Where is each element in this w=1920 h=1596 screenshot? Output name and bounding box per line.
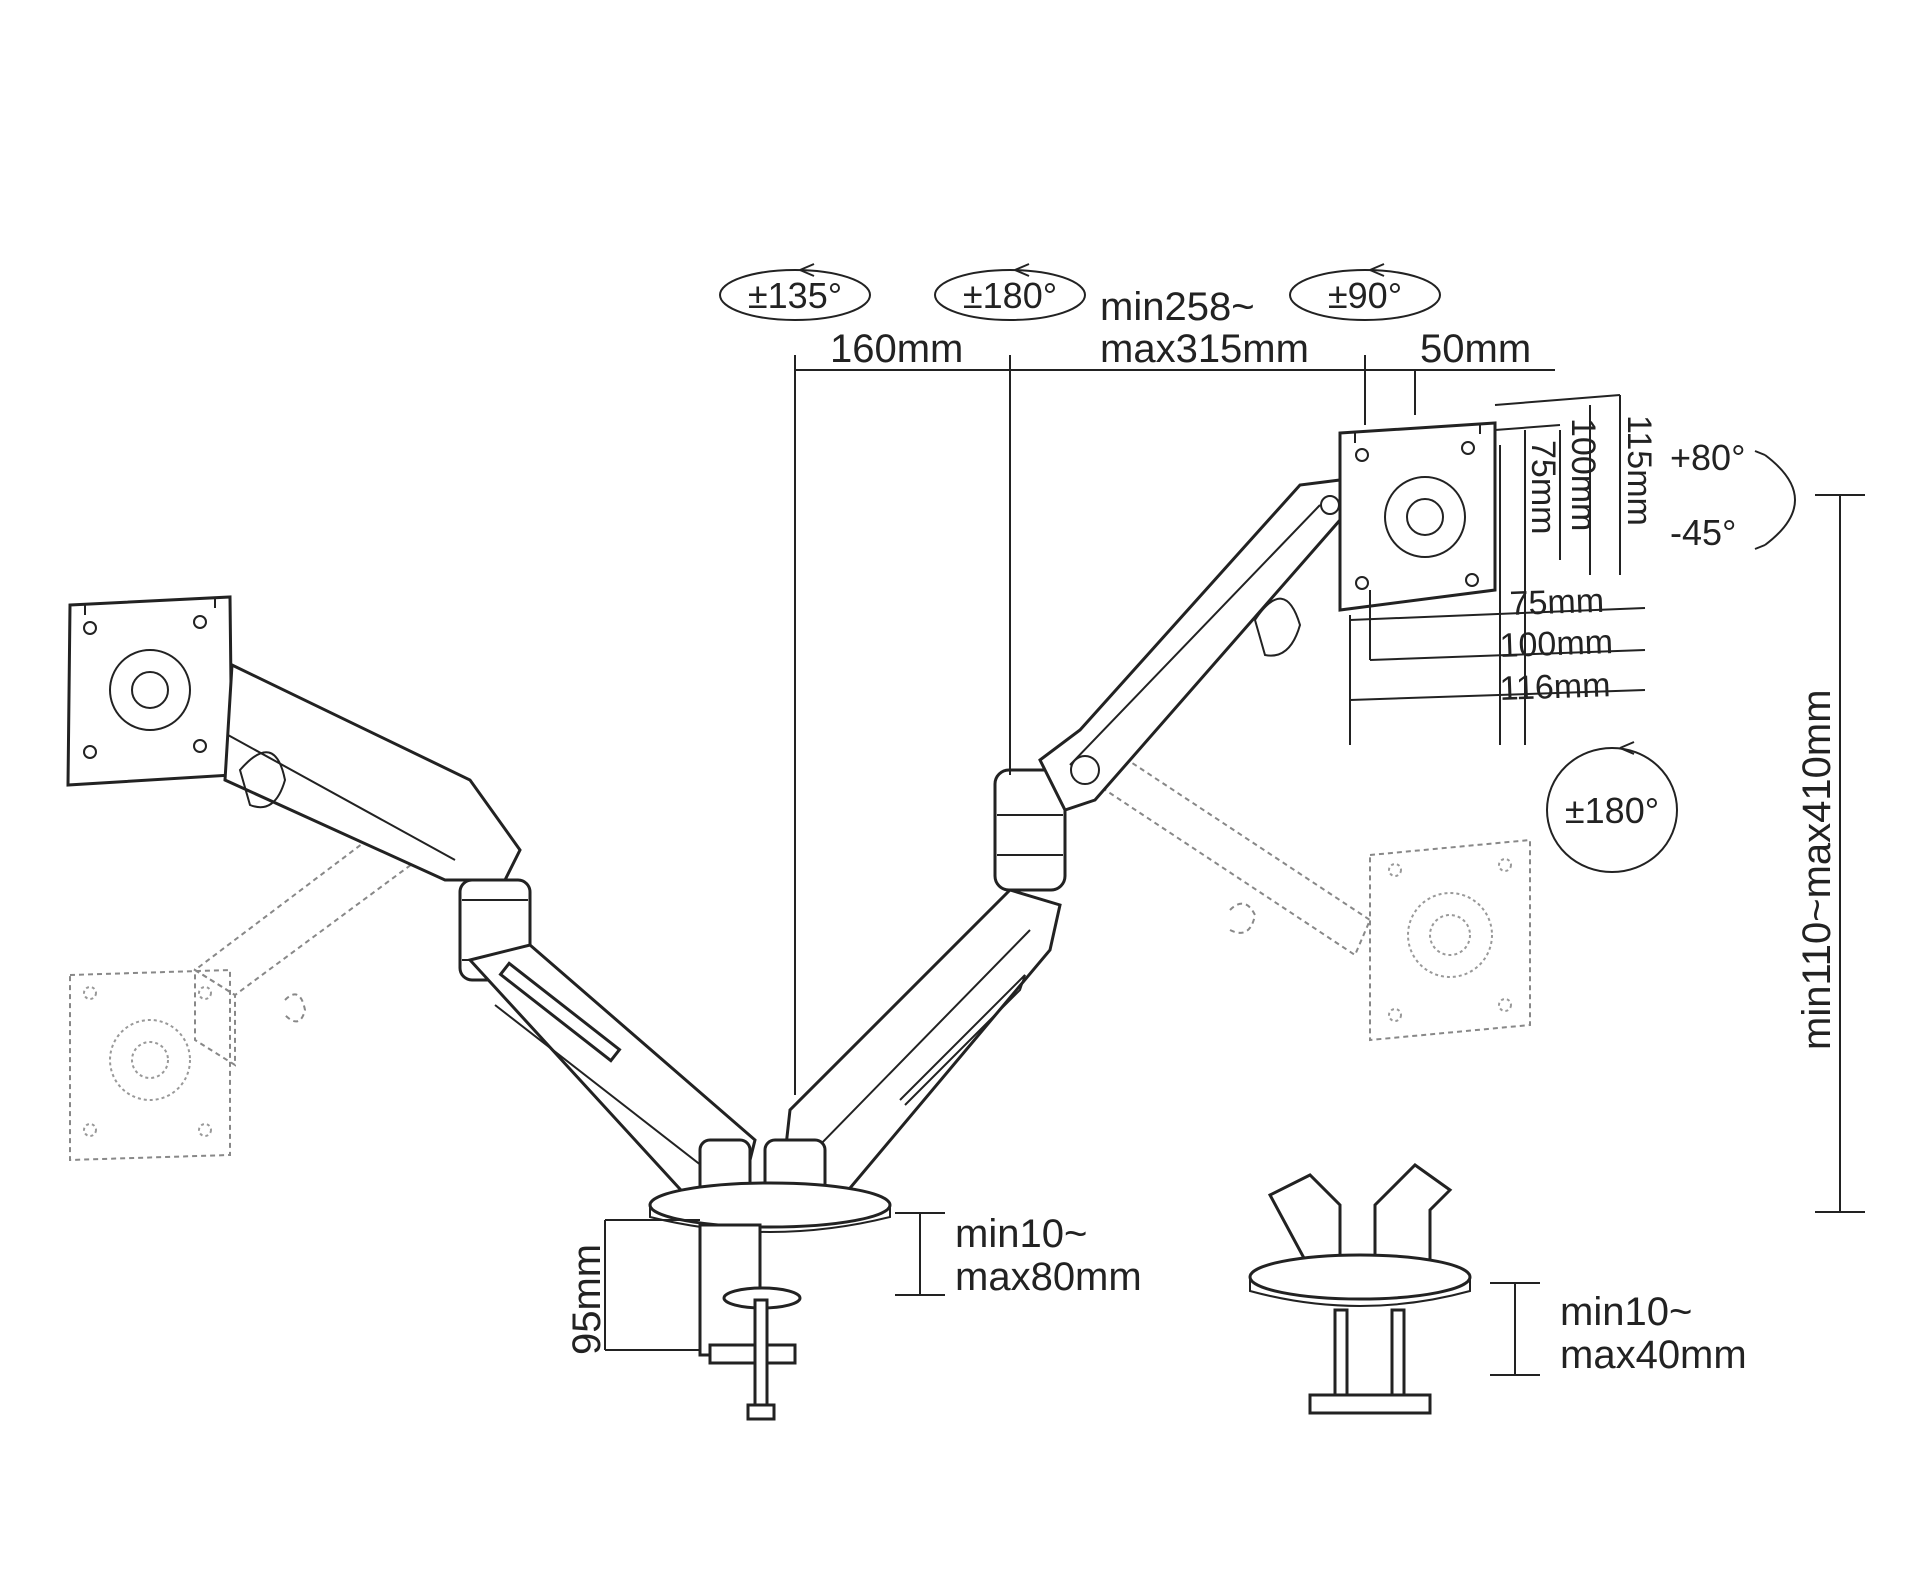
label-grommet-max: max40mm	[1560, 1333, 1747, 1377]
label-clamp-min: min10~	[955, 1212, 1087, 1256]
label-extension-min: min258~	[1100, 285, 1255, 329]
label-160mm: 160mm	[830, 327, 963, 371]
label-vesa-75-vertical: 75mm	[1524, 440, 1562, 534]
dimension-lines	[604, 355, 1865, 1376]
label-rot-135: ±135°	[748, 275, 842, 316]
left-monitor-arm	[66, 595, 757, 1202]
label-50mm: 50mm	[1420, 327, 1531, 371]
label-vesa-75-horizontal: 75mm	[1509, 582, 1605, 623]
grommet-mount-inset	[1248, 1163, 1472, 1415]
label-extension-max: max315mm	[1100, 327, 1309, 371]
dimension-labels: ±135° ±180° ±90° min258~ max315mm 160mm …	[565, 275, 1839, 1377]
right-monitor-arm	[763, 421, 1497, 1202]
label-clamp-max: max80mm	[955, 1255, 1142, 1299]
label-vesa-115: 115mm	[1620, 415, 1658, 526]
label-rot-180-top: ±180°	[963, 275, 1057, 316]
label-tilt-up: +80°	[1670, 437, 1745, 478]
ghost-right-arm	[1073, 743, 1531, 1042]
label-rot-90: ±90°	[1328, 275, 1402, 316]
label-vesa-116-horizontal: 116mm	[1499, 666, 1611, 708]
desk-clamp	[648, 1181, 892, 1421]
label-vesa-100-horizontal: 100mm	[1499, 623, 1614, 665]
label-height-range: min110~max410mm	[1795, 689, 1839, 1050]
label-grommet-min: min10~	[1560, 1290, 1692, 1334]
label-rot-180-side: ±180°	[1565, 790, 1659, 831]
ghost-left-arm	[69, 783, 487, 1162]
rotation-indicators	[719, 263, 1796, 873]
label-clamp-95: 95mm	[565, 1244, 609, 1355]
label-tilt-down: -45°	[1670, 512, 1736, 553]
label-vesa-100-vertical: 100mm	[1564, 418, 1602, 531]
